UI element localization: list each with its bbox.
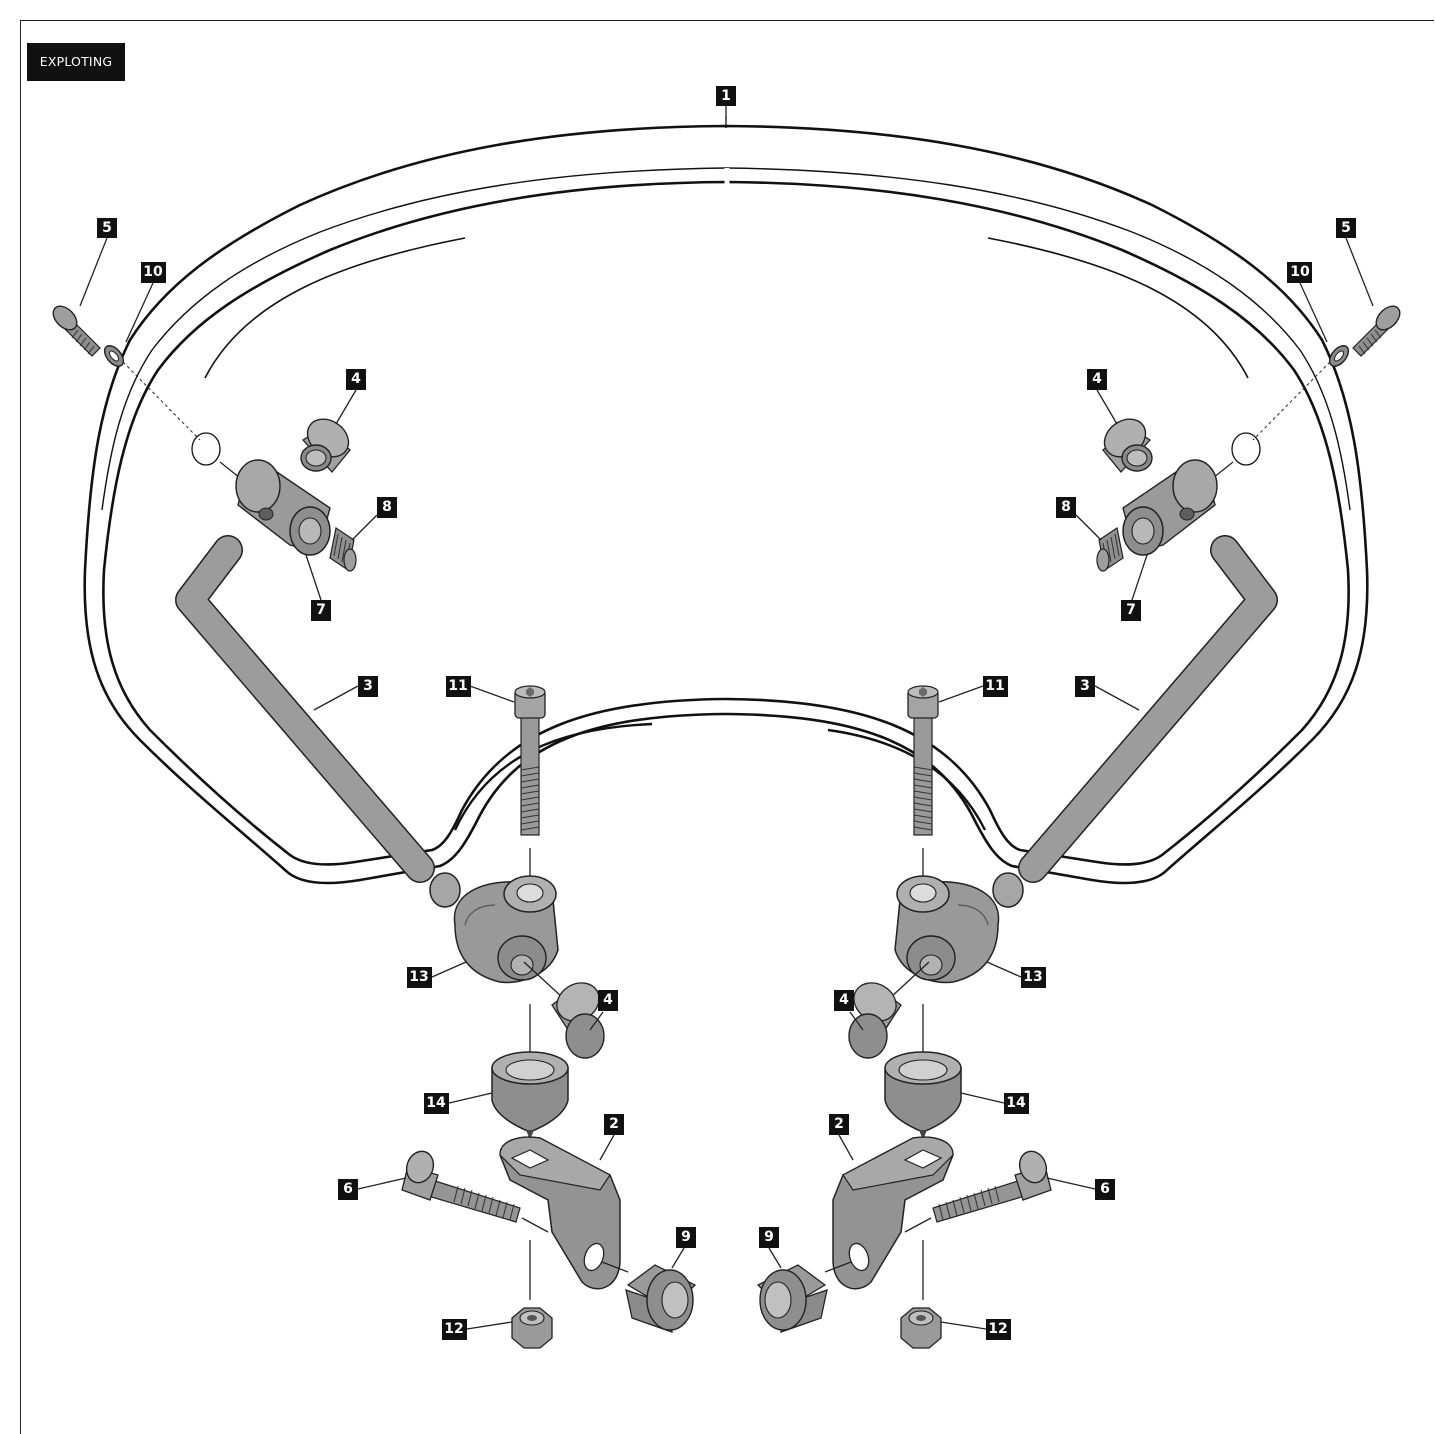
bolt-11-right [907, 685, 939, 836]
rod-3-right [992, 535, 1278, 908]
callout-7-right: 7 [1121, 600, 1141, 621]
callout-5-right: 5 [1336, 218, 1356, 238]
svg-text:5: 5 [102, 220, 112, 236]
svg-text:6: 6 [1100, 1181, 1110, 1197]
svg-text:3: 3 [1080, 678, 1090, 694]
sleeve-4-lower-left [551, 982, 605, 1059]
svg-text:3: 3 [363, 678, 373, 694]
sleeve-4-lower-right [848, 982, 902, 1059]
washer-10-left [103, 345, 125, 367]
callout-6-left: 6 [338, 1179, 358, 1200]
svg-text:7: 7 [316, 602, 326, 618]
svg-text:10: 10 [143, 264, 163, 280]
callout-14-right: 14 [1004, 1093, 1029, 1114]
callout-11-right: 11 [983, 676, 1008, 697]
bolt-6-right [932, 1150, 1052, 1223]
svg-text:14: 14 [426, 1095, 446, 1111]
rod-3-left [175, 535, 461, 908]
svg-text:12: 12 [444, 1321, 463, 1337]
callout-12-right: 12 [986, 1319, 1011, 1340]
screw-5-right [1352, 305, 1401, 357]
nut-12-right [900, 1307, 942, 1349]
svg-text:2: 2 [834, 1116, 844, 1132]
svg-text:4: 4 [603, 992, 613, 1008]
callout-2-right: 2 [829, 1114, 849, 1135]
bolt-6-left [401, 1150, 521, 1223]
callout-3-left: 3 [358, 676, 378, 697]
callout-4-upper-left: 4 [346, 369, 366, 390]
clamp-block-7-right [1122, 459, 1218, 556]
callout-6-right: 6 [1095, 1179, 1115, 1200]
svg-text:13: 13 [409, 969, 428, 985]
callout-10-left: 10 [141, 262, 166, 283]
spacer-9-right [756, 1264, 828, 1333]
callout-9-left: 9 [676, 1227, 696, 1248]
clamp-block-7-left [235, 459, 331, 556]
washer-10-right [1328, 345, 1350, 367]
svg-text:6: 6 [343, 1181, 353, 1197]
bracket-2-right [832, 1136, 954, 1290]
svg-text:12: 12 [988, 1321, 1007, 1337]
sleeve-4-upper-right [1102, 418, 1153, 473]
callout-4-lower-right: 4 [834, 990, 854, 1011]
left-mount-assembly [52, 305, 697, 1349]
svg-text:2: 2 [609, 1116, 619, 1132]
callout-9-right: 9 [759, 1227, 779, 1248]
screw-5-left [52, 305, 101, 357]
callout-4-upper-right: 4 [1087, 369, 1107, 390]
leader-lines [79, 106, 1374, 1330]
svg-text:14: 14 [1006, 1095, 1026, 1111]
svg-text:9: 9 [681, 1229, 691, 1245]
bracket-2-left [499, 1136, 621, 1290]
page-frame [20, 20, 1434, 1434]
clamp-13-right [894, 875, 1000, 984]
svg-text:13: 13 [1023, 969, 1042, 985]
grub-screw-8-left [329, 527, 357, 572]
callout-2-left: 2 [604, 1114, 624, 1135]
callout-8-right: 8 [1056, 497, 1076, 518]
svg-text:4: 4 [351, 371, 361, 387]
callout-12-left: 12 [442, 1319, 467, 1340]
callout-labels: 1 5 10 5 10 4 4 8 8 7 7 3 3 11 11 13 13 … [97, 86, 1356, 1340]
grub-screw-8-right [1096, 527, 1124, 572]
svg-text:5: 5 [1341, 220, 1351, 236]
svg-text:10: 10 [1290, 264, 1310, 280]
svg-text:11: 11 [448, 678, 467, 694]
svg-text:9: 9 [764, 1229, 774, 1245]
callout-3-right: 3 [1075, 676, 1095, 697]
svg-text:7: 7 [1126, 602, 1136, 618]
right-mount-assembly [756, 305, 1401, 1349]
svg-text:1: 1 [721, 88, 731, 104]
svg-text:8: 8 [1061, 499, 1071, 515]
svg-text:8: 8 [382, 499, 392, 515]
callout-14-left: 14 [424, 1093, 449, 1114]
callout-10-right: 10 [1287, 262, 1312, 283]
callout-5-left: 5 [97, 218, 117, 238]
clamp-13-left [453, 875, 559, 984]
nut-12-left [511, 1307, 553, 1349]
spacer-9-left [625, 1264, 697, 1333]
svg-text:4: 4 [1092, 371, 1102, 387]
svg-text:4: 4 [839, 992, 849, 1008]
bolt-11-left [514, 685, 546, 836]
callout-11-left: 11 [446, 676, 471, 697]
cone-14-left [491, 1051, 569, 1140]
callout-13-left: 13 [407, 967, 432, 988]
callout-13-right: 13 [1021, 967, 1046, 988]
callout-4-lower-left: 4 [598, 990, 618, 1011]
sleeve-4-upper-left [300, 418, 351, 473]
svg-text:11: 11 [985, 678, 1004, 694]
callout-8-left: 8 [377, 497, 397, 518]
section-tag: EXPLOTING [27, 43, 125, 81]
cone-14-right [884, 1051, 962, 1140]
callout-1: 1 [716, 86, 736, 106]
callout-7-left: 7 [311, 600, 331, 621]
